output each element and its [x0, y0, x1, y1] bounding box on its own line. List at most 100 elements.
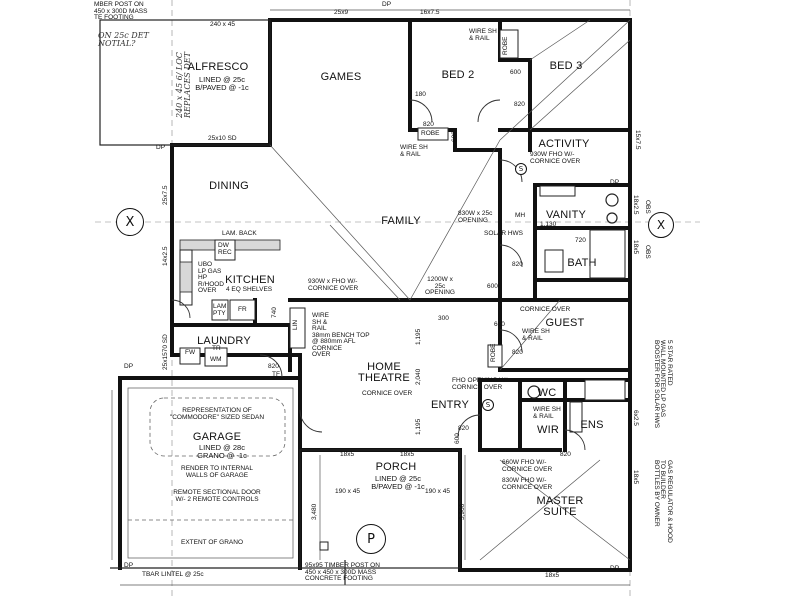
alfresco-note: LINED @ 25c B/PAVED @ -1c — [195, 75, 249, 92]
note-wire-sh-rail-activity: WIRE SH & RAIL — [400, 144, 428, 158]
note-remote-door: REMOTE SECTIONAL DOOR W/- 2 REMOTE CONTR… — [173, 489, 261, 503]
room-label-dining: DINING — [209, 180, 249, 192]
dim-3960: 3,960 — [459, 503, 466, 520]
note-sedan: REPRESENTATION OF "COMMODORE" SIZED SEDA… — [169, 407, 265, 421]
basin-vanity — [605, 193, 619, 207]
note-guest-cornice: CORNICE OVER — [520, 306, 571, 313]
room-label-ens: ENS — [580, 419, 604, 431]
note-wire-sh-rail-guest: WIRE SH & RAIL — [522, 328, 550, 342]
note-opening-1200: 1200W x 25c OPENING — [425, 276, 455, 296]
note-mh: MH — [515, 212, 526, 219]
note-tf-laundry: TF — [272, 371, 280, 378]
dim-820-laundry: 820 — [268, 363, 279, 370]
dim-740: 740 — [271, 307, 278, 318]
note-obs-2: OBS — [644, 245, 651, 259]
dim-1195-b: 1,195 — [415, 418, 422, 435]
room-label-home-theatre: HOME THEATRE — [358, 361, 410, 384]
note-gas-regulator: GAS REGULATOR & HOOD TO BUILDER BOTTLES … — [653, 460, 673, 543]
dim-180: 180 — [415, 91, 426, 98]
note-wm: WM — [210, 356, 222, 363]
wc-pan — [527, 385, 541, 399]
note-lin: LIN — [292, 319, 299, 330]
handwritten-note-left: ON 25c DET NOTIAL? — [98, 31, 149, 48]
ceiling-line-5 — [529, 39, 631, 131]
handwritten-note-alfresco: 240 x 45 6/ LOC REPLACES DET — [175, 52, 192, 118]
dim-18x5-bath: 18x5 — [632, 240, 639, 255]
note-timber-post-bottom: 95x95 TIMBER POST ON 450 x 450 x 300D MA… — [305, 562, 380, 582]
washing-machine — [204, 347, 228, 367]
parking-marker: P — [356, 524, 386, 554]
dim-720: 720 — [575, 237, 586, 244]
smoke-detector-activity: S — [515, 163, 527, 175]
ceiling-line-1 — [269, 144, 411, 301]
grid-marker-left: X — [116, 208, 144, 236]
pantry — [211, 299, 229, 321]
dim-dp-right: DP — [610, 179, 620, 186]
dim-18x5-right: 18x5 — [632, 470, 639, 485]
porch-outline — [299, 449, 461, 569]
note-shelves: 4 EQ SHELVES — [226, 286, 273, 293]
note-timber-post-top: MBER POST ON 450 x 300D MASS TE FOOTING — [94, 1, 148, 21]
note-solar-booster: 5 STAR RATED WALL MOUNTED LP GAS BOOSTER… — [653, 340, 673, 429]
note-solar-hws: SOLAR HWS — [484, 230, 524, 237]
dim-14x2-5: 14x2.5 — [162, 246, 169, 266]
room-label-vanity: VANITY — [545, 209, 587, 221]
room-label-wc: WC — [537, 387, 557, 399]
room-label-porch: PORCH — [375, 461, 417, 473]
internal-walls — [170, 18, 632, 452]
dim-dp-top: DP — [382, 1, 392, 8]
note-tr: TR — [212, 345, 221, 352]
room-label-games: GAMES — [320, 71, 362, 83]
ceiling-line-4 — [499, 19, 631, 141]
sedan-outline — [149, 397, 286, 457]
dim-820-bed3: 820 — [514, 101, 525, 108]
porch-note: LINED @ 25c B/PAVED @ -1c — [371, 474, 425, 491]
note-activity-cornice: 930W FHO W/- CORNICE OVER — [530, 151, 581, 165]
ceiling-line-2 — [409, 139, 501, 301]
dim-2040: 2,040 — [415, 368, 422, 385]
ensuite-vanity — [569, 401, 583, 433]
ceiling-line-6 — [529, 19, 591, 61]
ceiling-line-3 — [329, 224, 401, 301]
vanity-bench — [539, 185, 576, 197]
note-opening-family: 830W x 25c OPENING — [458, 210, 493, 224]
room-label-guest: GUEST — [545, 317, 585, 329]
dim-18x5-a: 18x5 — [340, 451, 355, 458]
room-label-entry: ENTRY — [430, 399, 470, 411]
note-wire-sh-rail-wir: WIRE SH & RAIL — [533, 406, 561, 420]
ceiling-line-7 — [499, 459, 631, 561]
room-label-bed3: BED 3 — [549, 60, 583, 72]
note-tbar-lintel: TBAR LINTEL @ 25c — [142, 571, 204, 578]
room-label-master-suite: MASTER SUITE — [536, 495, 584, 518]
dim-3480: 3,480 — [311, 503, 318, 520]
dim-16x2-5: 18x2.5 — [632, 195, 639, 215]
ceiling-line-8 — [479, 459, 601, 561]
dim-18x5-bottom: 18x5 — [545, 572, 560, 579]
dim-820-bed2: 820 — [423, 121, 434, 128]
note-fw: FW — [185, 349, 196, 356]
room-label-alfresco: ALFRESCO — [187, 61, 249, 73]
room-label-family: FAMILY — [381, 215, 421, 227]
dim-600-entry: 600 — [454, 433, 461, 444]
ceiling-line-9 — [499, 299, 561, 371]
note-bench: WIRE SH & RAIL 38mm BENCH TOP @ 880mm AF… — [312, 312, 370, 358]
note-fho-opening: FHO OPENING W/- CORNICE OVER — [452, 377, 510, 391]
porch-post — [319, 541, 329, 551]
room-label-bath: BATH — [567, 257, 597, 269]
note-render: RENDER TO INTERNAL WALLS OF GARAGE — [181, 465, 253, 479]
dim-25x9: 25x9 — [334, 9, 349, 16]
dim-190x45-a: 190 x 45 — [335, 488, 360, 495]
laundry-trough — [179, 347, 201, 365]
toilet-vanity — [606, 212, 618, 224]
fridge-space — [229, 299, 256, 321]
note-wire-sh-rail-bed2: WIRE SH & RAIL — [469, 28, 497, 42]
door-swings — [171, 99, 586, 451]
alfresco-outline — [99, 19, 271, 146]
dim-6x2-5: 6x2.5 — [632, 410, 639, 426]
ensuite-shower — [584, 379, 626, 401]
dim-dp-bottom: DP — [124, 562, 134, 569]
note-ubo: UBO LP GAS HP R/HOOD OVER — [198, 261, 224, 294]
dim-1130: 1,130 — [540, 221, 557, 228]
dim-600-bed3: 600 — [510, 69, 521, 76]
